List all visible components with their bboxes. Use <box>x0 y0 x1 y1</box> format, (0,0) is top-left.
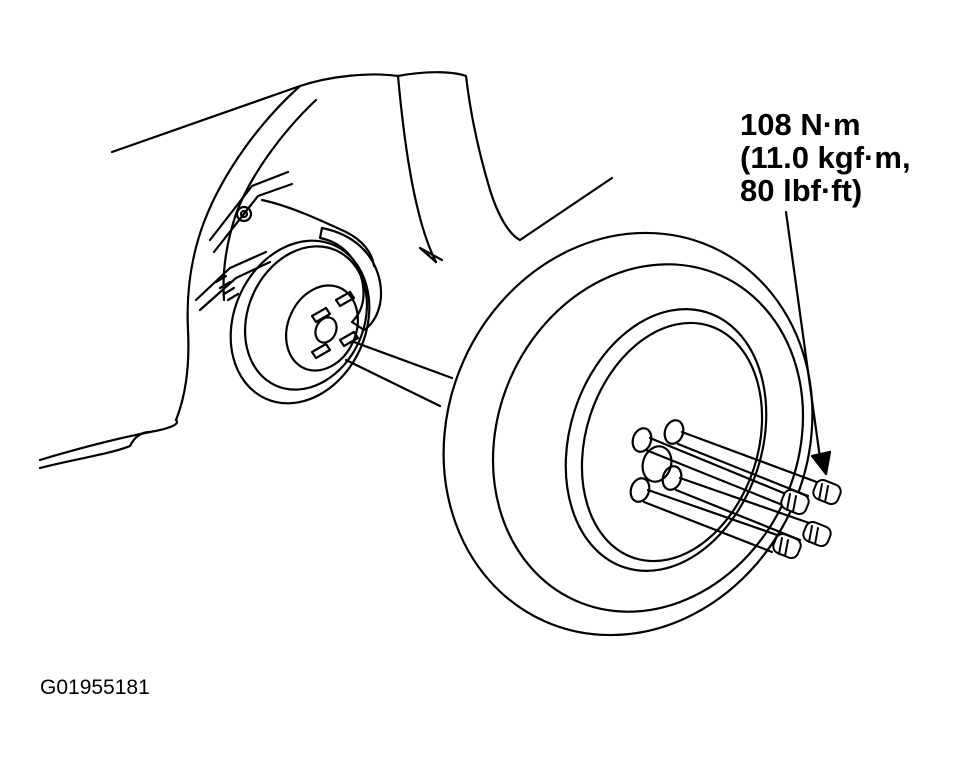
wheel <box>442 231 814 637</box>
fender-outer <box>396 74 438 264</box>
brake-line <box>260 198 376 268</box>
rocker-panel <box>38 444 132 470</box>
alignment-lines <box>344 340 454 408</box>
axle-line-top <box>352 340 454 380</box>
torque-value-kgfm: (11.0 kgf·m, <box>740 140 911 175</box>
spring-coils <box>214 274 240 302</box>
rim-outer <box>564 308 768 572</box>
rotor-rim <box>243 245 369 391</box>
torque-value-lbfft: 80 lbf·ft) <box>740 173 863 208</box>
wheel-stud-2 <box>334 290 356 308</box>
fender-bottom <box>418 246 444 264</box>
lug-hole-4 <box>629 477 651 503</box>
axle-line-bottom <box>344 358 442 408</box>
lug-nut-2 <box>780 488 810 516</box>
brake-rotor <box>229 239 371 405</box>
fender-inner <box>464 74 522 242</box>
lug-hole-3 <box>661 465 683 491</box>
center-bore <box>641 445 673 483</box>
lower-body <box>38 418 179 462</box>
lug-nuts <box>772 478 842 560</box>
wheel-stud-4 <box>338 330 360 348</box>
wheel-arch-inner <box>174 84 302 422</box>
lug-hole-1 <box>663 419 685 445</box>
torque-value-nm: 108 N·m <box>740 107 861 142</box>
wheel-stud-3 <box>310 342 332 360</box>
lug-hole-2 <box>631 427 653 453</box>
hub-center <box>314 316 338 344</box>
strut-bolt <box>235 205 253 223</box>
torque-spec-label: 108 N·m (11.0 kgf·m, 80 lbf·ft) <box>740 108 911 207</box>
lug-nut-1 <box>812 478 842 506</box>
body-side-line <box>518 176 614 242</box>
rotor-outer <box>229 239 371 405</box>
fender-flare <box>396 71 468 78</box>
fender-lip <box>298 73 400 88</box>
lug-nut-guides <box>642 430 824 554</box>
vehicle-body <box>38 71 614 470</box>
figure-id: G01955181 <box>40 676 150 699</box>
body-top-line <box>110 84 302 154</box>
strut-line-1 <box>208 170 290 242</box>
callout-leader <box>784 210 822 460</box>
lug-nut-4 <box>772 532 802 560</box>
strut-line-2 <box>212 182 294 254</box>
torque-callout-arrow <box>784 210 832 476</box>
wheel-stud-1 <box>310 306 332 324</box>
lug-nut-3 <box>802 520 832 548</box>
rim-inner <box>580 321 764 563</box>
strut-line-3 <box>194 250 268 302</box>
callout-arrowhead <box>810 450 832 476</box>
rocker-step <box>128 430 152 448</box>
suspension <box>194 170 383 332</box>
